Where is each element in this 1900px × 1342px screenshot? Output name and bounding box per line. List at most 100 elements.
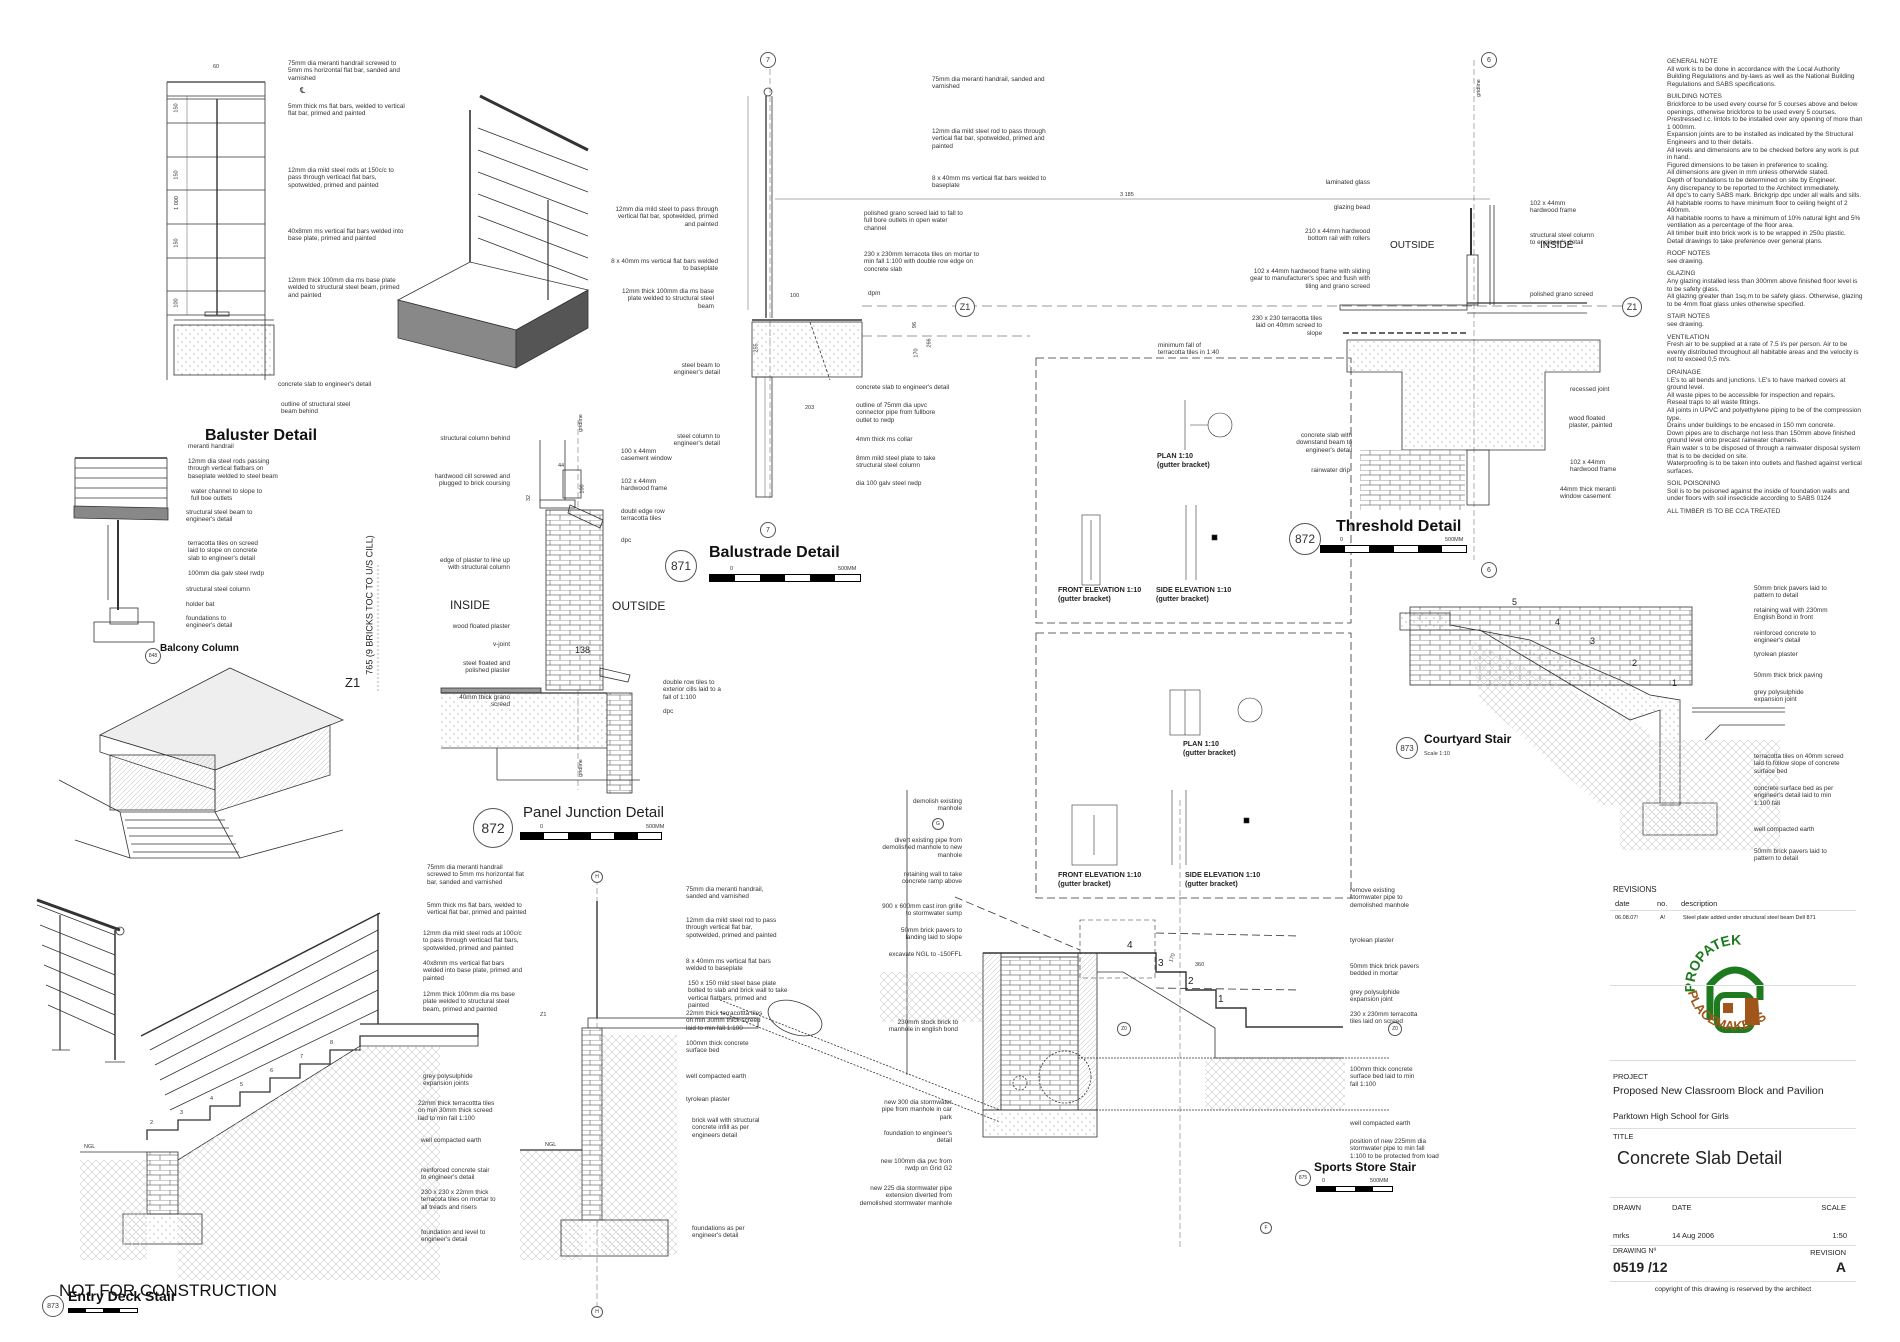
notes-body: Any glazing installed less than 300mm ab…: [1667, 278, 1863, 308]
notes-line: Waterproofing is to be taken into outlet…: [1667, 460, 1862, 475]
dimension: 96: [912, 321, 919, 329]
dimension: 255: [753, 343, 760, 353]
detail-title: Entry Deck Stair: [68, 1288, 177, 1304]
note: foundation and level to engineer's detai…: [421, 1229, 486, 1244]
drawing-date: 14 Aug 2006: [1672, 1231, 1715, 1240]
note: well compacted earth: [1350, 1120, 1411, 1127]
note: water channel to slope to full boe outle…: [191, 488, 263, 503]
plan-label: PLAN 1:10(gutter bracket): [1157, 451, 1210, 469]
note: divert existing pipe from demolished man…: [882, 837, 962, 859]
revision-letter: A: [1835, 1259, 1846, 1275]
note: 230 x 230mm terracota tiles on mortar to…: [864, 251, 980, 273]
step-number: 5: [240, 1082, 244, 1088]
panel-junction-section: [377, 420, 640, 794]
notes-body: see drawing.: [1667, 258, 1863, 266]
note: 12mm thick 100mm dia ms base plate welde…: [288, 277, 400, 299]
drawn-label: DRAWN: [1613, 1203, 1642, 1212]
revisions-label: REVISIONS: [1613, 885, 1657, 894]
notes-line: Reseal traps to all waste fittings.: [1667, 399, 1761, 407]
note: minimum fall of terracotta tiles in 1:40: [1158, 342, 1220, 357]
copyright-note: copyright of this drawing is reserved by…: [1654, 1286, 1812, 1293]
notes-body: Soil is to be poisoned against the insid…: [1667, 488, 1863, 503]
grid-bubble: 7: [760, 522, 776, 538]
note: 12mm dia mild steel rods at 150c/c to pa…: [288, 167, 394, 189]
detail-ref-circle: 873: [1396, 737, 1418, 759]
vertical-dimension: 765 (9 BRICKS TOC TO U/S CILL): [364, 535, 375, 675]
balcony-column-sketch: [73, 457, 169, 643]
notes-line: Depth of foundations to be determined on…: [1667, 176, 1837, 184]
drawn-by: mrks: [1613, 1231, 1630, 1240]
client-name: Parktown High School for Girls: [1613, 1111, 1729, 1121]
zone-marker: Z1: [955, 297, 975, 317]
notes-line: Rain water s to be disposed of through a…: [1667, 444, 1861, 460]
grid-bubble: 6: [1481, 52, 1497, 68]
rev-header-no: no.: [1657, 899, 1668, 908]
notes-heading: GLAZING: [1667, 270, 1696, 278]
dimension: 100: [579, 484, 586, 494]
note: double row tiles to exterior cills laid …: [663, 679, 721, 701]
note: 230 x 230mm terracotta tiles laid on scr…: [1350, 1011, 1418, 1026]
scale-zero: 0: [730, 566, 734, 572]
side-elevation-label: SIDE ELEVATION 1:10(gutter bracket): [1185, 870, 1260, 888]
note: 22mm thick terracottta tiles on min 30mm…: [418, 1100, 495, 1122]
notes-heading: SOIL POISONING: [1667, 480, 1721, 488]
divider: [1610, 1060, 1856, 1061]
note: retaining wall with 230mm English Bond i…: [1754, 607, 1828, 622]
grid-bubble: G: [932, 818, 944, 830]
note: 5mm thick ms flat bars, welded to vertic…: [427, 902, 527, 917]
step-number: 3: [1158, 958, 1164, 969]
grid-bubble: H: [591, 1306, 603, 1318]
detail-title: Courtyard Stair: [1424, 732, 1512, 746]
note: brick wall with structural concrete infi…: [692, 1117, 760, 1139]
note: 22mm thick terracottta tiles on min 30mm…: [686, 1010, 763, 1032]
dimension: 170: [913, 348, 920, 358]
notes-heading: DRAINAGE: [1667, 368, 1701, 376]
scale-label: SCALE: [1821, 1203, 1846, 1212]
note: position of new 225mm dia stormwater pip…: [1350, 1138, 1439, 1160]
note: terracotta tiles on screed laid to slope…: [188, 540, 258, 562]
grid-bubble: H: [591, 871, 603, 883]
note: hardwood cill screwed and plugged to bri…: [434, 473, 510, 488]
scale-bar: [1320, 545, 1467, 553]
note: 12mm dia steel rods passing through vert…: [188, 458, 278, 480]
note: glazing bead: [1333, 204, 1370, 211]
scale-zero: 0: [1322, 1178, 1326, 1184]
note: 230mm stock brick to manhole in english …: [888, 1019, 958, 1034]
project-name: Proposed New Classroom Block and Pavilio…: [1613, 1085, 1824, 1097]
notes-line: All work is to be done in accordance wit…: [1667, 65, 1855, 88]
front-elevation-label: FRONT ELEVATION 1:10(gutter bracket): [1058, 585, 1141, 603]
note: laminated glass: [1325, 179, 1370, 186]
note: 12mm dia mild steel rod to pass through …: [932, 128, 1046, 150]
balustrade-section: [747, 60, 1630, 500]
propatek-logo: PROPATEK PLACEMAKERS: [1682, 932, 1770, 1034]
detail-ref-circle: 873: [42, 1295, 64, 1317]
notes-line: All glazing greater than 1sq.m to be saf…: [1667, 293, 1863, 308]
note: 230 x 230 terracotta tiles laid on 40mm …: [1252, 315, 1322, 337]
centerline-symbol: ℄: [300, 86, 306, 95]
scale-bar: [709, 574, 861, 582]
view-subtitle: (gutter bracket): [1183, 747, 1236, 757]
note: structural column behind: [440, 435, 510, 442]
note: dpc: [663, 708, 674, 715]
notes-line: All dpc's to carry SABS mark. Brickgrip …: [1667, 192, 1862, 200]
dimension: 138: [575, 645, 591, 655]
gridline-label: gridline: [577, 759, 584, 777]
note: structural steel column: [186, 586, 250, 593]
notes-line: All levels and dimensions are to be chec…: [1667, 146, 1859, 162]
inside-label: INSIDE: [450, 598, 491, 612]
note: well compacted earth: [1754, 826, 1815, 833]
notes-line: see drawing.: [1667, 321, 1704, 328]
note: 12mm thick 100mm dia ms base plate welde…: [622, 288, 714, 310]
gutter-bracket-drawings: [1071, 400, 1263, 866]
revision-description: Steel plate added under structural steel…: [1683, 915, 1816, 921]
step-number: 2: [1632, 658, 1638, 668]
note: reinforced concrete to engineer's detail: [1754, 630, 1816, 645]
view-subtitle: (gutter bracket): [1058, 878, 1111, 888]
notes-line: Brickforce to be used every course for 5…: [1667, 100, 1858, 116]
note: 8mm mild steel plate to take structural …: [856, 455, 936, 470]
note: terracotta tiles on 40mm screed laid to …: [1754, 753, 1844, 775]
scale-end: 500MM: [646, 824, 665, 830]
note: 75mm dia meranti handrail screwed to 5mm…: [288, 60, 400, 82]
